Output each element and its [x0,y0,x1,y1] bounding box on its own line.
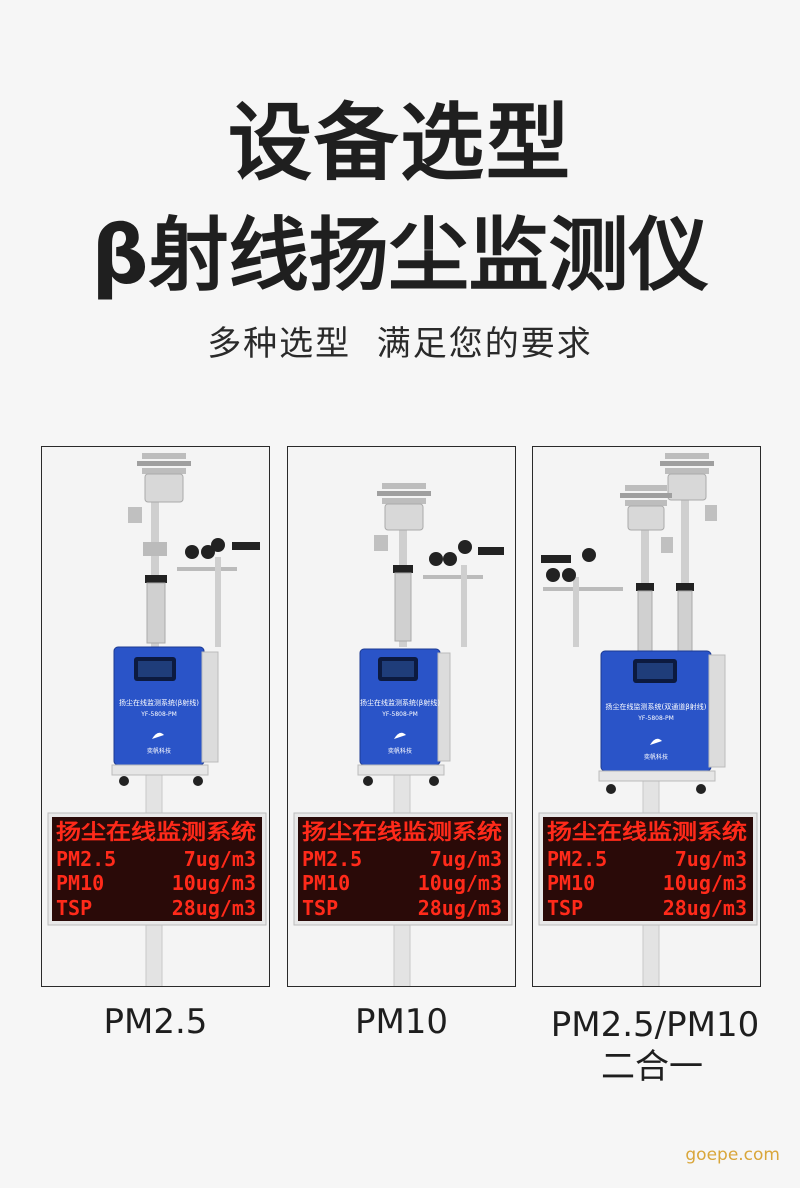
led-row-name: PM2.5 [56,847,116,871]
page-subtitle: 多种选型 满足您的要求 [207,324,593,364]
led-display [543,817,753,921]
brand-label: 奕帆科技 [388,747,412,755]
led-row-value: 7ug/m3 [430,847,502,871]
product-caption-line2: 二合一 [601,1047,703,1087]
brand-label: 奕帆科技 [147,747,171,755]
led-row-name: TSP [302,896,338,920]
product-card-pm25-pm10: 扬尘在线监测系统(双通道β射线) YF-5808-PM 奕帆科技 扬尘在线监测系… [532,446,761,987]
cabinet-model: YF-5808-PM [140,711,177,718]
product-card-pm25: 扬尘在线监测系统(β射线) YF-5808-PM 奕帆科技 扬尘在线监测系统 P… [41,446,270,987]
led-row-name: PM10 [302,871,350,895]
brand-logo-icon [394,732,406,739]
brand-logo-icon [650,738,662,745]
cabinet-model: YF-5808-PM [637,715,674,722]
page-title-product: β射线扬尘监测仪 [91,209,709,302]
cabinet-label: 扬尘在线监测系统(双通道β射线) [606,702,707,711]
led-row-value: 7ug/m3 [184,847,256,871]
led-row-name: TSP [547,896,583,920]
cabinet-model: YF-5808-PM [381,711,418,718]
product-caption: PM2.5/PM10 [550,1005,760,1045]
monitor-illustration: 扬尘在线监测系统(β射线) YF-5808-PM 奕帆科技 扬尘在线监测系统 P… [293,483,513,986]
monitor-illustration: 扬尘在线监测系统(β射线) YF-5808-PM 奕帆科技 扬尘在线监测系统 P… [47,453,267,986]
brand-logo-icon [152,732,164,739]
led-row-name: TSP [56,896,92,920]
led-title: 扬尘在线监测系统 [56,820,256,844]
brand-label: 奕帆科技 [644,753,668,761]
led-row-value: 28ug/m3 [172,896,256,920]
cabinet-label: 扬尘在线监测系统(β射线) [119,698,199,707]
cabinet-label: 扬尘在线监测系统(β射线) [360,698,440,707]
led-row-name: PM2.5 [302,847,362,871]
led-display [52,817,262,921]
page-title: 设备选型 [227,94,572,192]
product-caption: PM2.5 [103,1002,208,1042]
monitor-illustration: 扬尘在线监测系统(双通道β射线) YF-5808-PM 奕帆科技 扬尘在线监测系… [538,453,758,986]
led-title: 扬尘在线监测系统 [547,820,747,844]
led-row-name: PM10 [56,871,104,895]
watermark: goepe.com [685,1145,780,1165]
led-row-name: PM10 [547,871,595,895]
led-row-value: 10ug/m3 [418,871,502,895]
led-display [298,817,508,921]
product-card-pm10: 扬尘在线监测系统(β射线) YF-5808-PM 奕帆科技 扬尘在线监测系统 P… [287,446,516,987]
led-row-name: PM2.5 [547,847,607,871]
led-title: 扬尘在线监测系统 [302,820,502,844]
led-row-value: 28ug/m3 [418,896,502,920]
product-caption: PM10 [354,1002,449,1042]
led-row-value: 7ug/m3 [675,847,747,871]
led-row-value: 10ug/m3 [172,871,256,895]
led-row-value: 28ug/m3 [663,896,747,920]
led-row-value: 10ug/m3 [663,871,747,895]
